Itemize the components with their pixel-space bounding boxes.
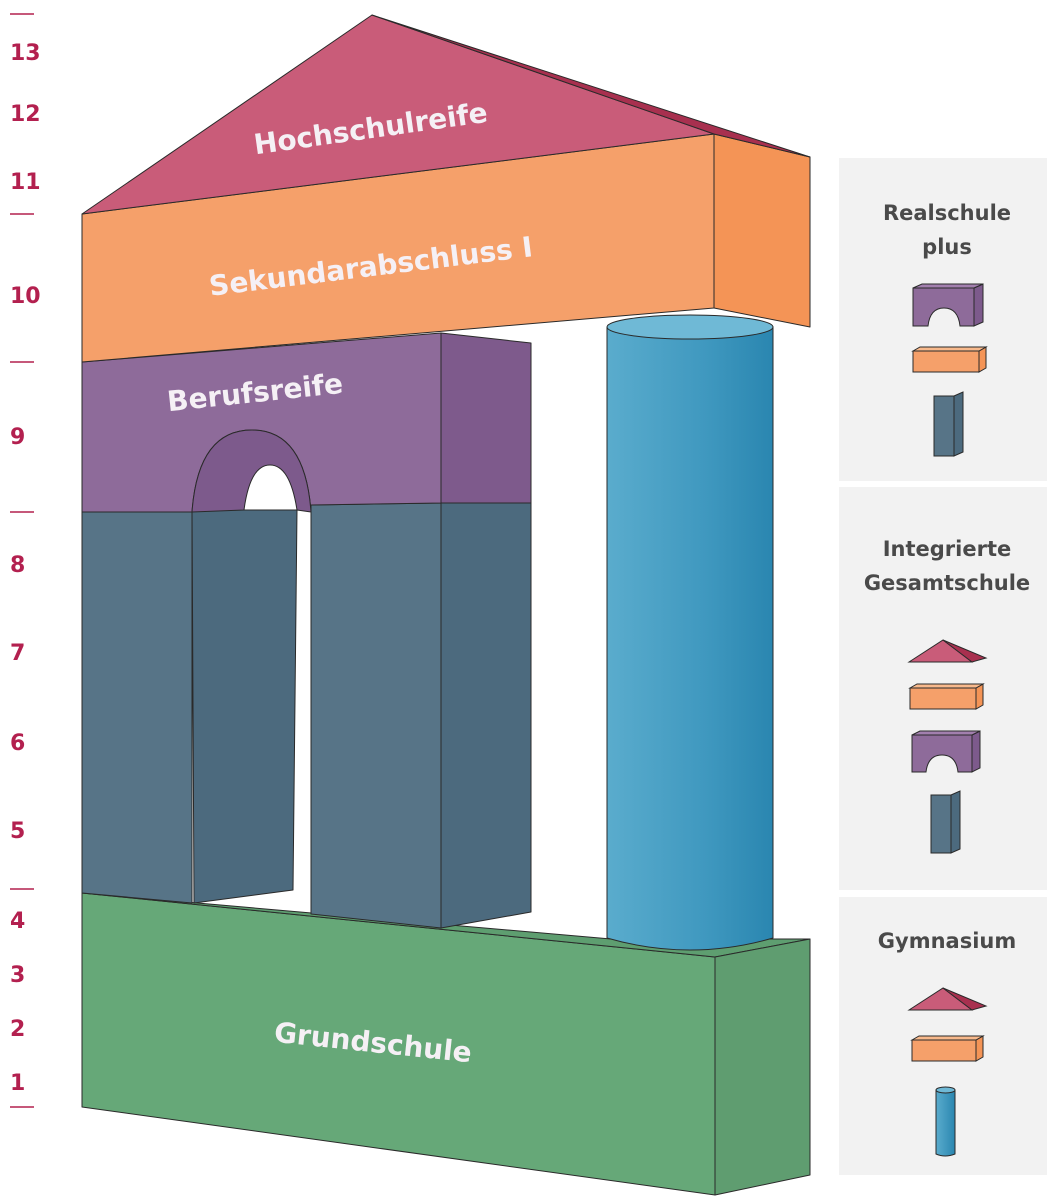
purple-arch-block-icon bbox=[912, 283, 984, 327]
slate-pillar-icon bbox=[930, 790, 961, 854]
grade-label-6: 6 bbox=[10, 731, 25, 756]
grade-label-8: 8 bbox=[10, 553, 25, 578]
grade-label-12: 12 bbox=[10, 102, 41, 127]
slate-pillar-icon bbox=[933, 391, 964, 457]
grade-label-3: 3 bbox=[10, 963, 25, 988]
grade-label-13: 13 bbox=[10, 41, 41, 66]
slate-pillar-right bbox=[310, 502, 532, 929]
grade-divider-lines bbox=[10, 13, 34, 1108]
legend-title-integrierte: Integrierte bbox=[883, 537, 1012, 561]
roof-icon bbox=[907, 987, 988, 1011]
grade-label-1: 1 bbox=[10, 1071, 25, 1096]
legend-title-gesamtschule: Gesamtschule bbox=[864, 571, 1030, 595]
grade-label-5: 5 bbox=[10, 819, 25, 844]
purple-arch-block-icon bbox=[911, 730, 981, 773]
roof-hochschulreife bbox=[81, 14, 811, 215]
purple-block-berufsreife bbox=[81, 332, 532, 513]
grade-label-9: 9 bbox=[10, 425, 25, 450]
orange-beam-icon bbox=[910, 1035, 985, 1062]
slate-pillar-left bbox=[81, 509, 298, 904]
grade-scale: 13 12 11 10 9 8 7 6 5 4 3 2 1 bbox=[10, 13, 41, 1108]
building bbox=[81, 14, 811, 1196]
orange-beam-icon bbox=[908, 683, 985, 710]
grade-label-11: 11 bbox=[10, 170, 41, 195]
legend-title-gymnasium: Gymnasium bbox=[878, 929, 1016, 953]
legend-realschule-plus: Realschule plus bbox=[839, 158, 1047, 481]
grade-label-2: 2 bbox=[10, 1017, 25, 1042]
roof-icon bbox=[907, 639, 988, 663]
legend-title-plus: plus bbox=[922, 235, 972, 259]
legend-gymnasium: Gymnasium bbox=[839, 897, 1047, 1175]
legend-title-realschule: Realschule bbox=[883, 201, 1011, 225]
legend-integrierte-gesamtschule: Integrierte Gesamtschule bbox=[839, 487, 1047, 890]
grade-label-10: 10 bbox=[10, 284, 41, 309]
grade-label-4: 4 bbox=[10, 909, 25, 934]
blue-cylinder bbox=[606, 314, 774, 951]
orange-beam-icon bbox=[911, 346, 988, 373]
blue-cylinder-icon bbox=[935, 1086, 956, 1157]
grade-label-7: 7 bbox=[10, 641, 25, 666]
